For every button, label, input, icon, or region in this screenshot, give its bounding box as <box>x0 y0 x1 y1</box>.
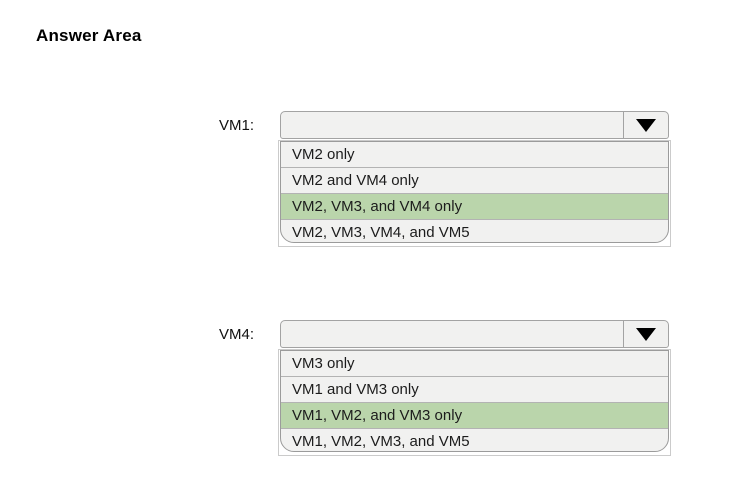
dropdown-label-vm1: VM1: <box>219 116 255 134</box>
vm1-options-panel: VM2 only VM2 and VM4 only VM2, VM3, and … <box>278 140 671 247</box>
vm1-option-2[interactable]: VM2 and VM4 only <box>281 167 668 193</box>
vm4-option-4[interactable]: VM1, VM2, VM3, and VM5 <box>281 428 668 451</box>
page-title: Answer Area <box>36 26 142 45</box>
vm1-select[interactable] <box>280 111 669 139</box>
vm4-option-3[interactable]: VM1, VM2, and VM3 only <box>281 402 668 428</box>
dropdown-group-vm4: VM4: VM3 only VM1 and VM3 only VM1, VM2,… <box>0 320 739 470</box>
vm4-select[interactable] <box>280 320 669 348</box>
vm1-dropdown-arrow-button[interactable] <box>623 112 668 138</box>
vm4-dropdown-arrow-button[interactable] <box>623 321 668 347</box>
vm4-options-panel: VM3 only VM1 and VM3 only VM1, VM2, and … <box>278 349 671 456</box>
vm4-option-2[interactable]: VM1 and VM3 only <box>281 376 668 402</box>
vm1-option-4[interactable]: VM2, VM3, VM4, and VM5 <box>281 219 668 242</box>
vm4-options-list: VM3 only VM1 and VM3 only VM1, VM2, and … <box>280 350 669 452</box>
vm1-select-value[interactable] <box>281 112 623 138</box>
dropdown-label-vm4: VM4: <box>219 325 255 343</box>
vm1-option-1[interactable]: VM2 only <box>292 146 355 163</box>
dropdown-group-vm1: VM1: VM2 only VM2 and VM4 only VM2, VM3,… <box>0 111 739 261</box>
chevron-down-icon <box>636 327 656 341</box>
chevron-down-icon <box>636 118 656 132</box>
vm4-select-value[interactable] <box>281 321 623 347</box>
vm4-option-1[interactable]: VM3 only <box>292 355 355 372</box>
vm1-option-3[interactable]: VM2, VM3, and VM4 only <box>281 193 668 219</box>
vm1-options-list: VM2 only VM2 and VM4 only VM2, VM3, and … <box>280 141 669 243</box>
